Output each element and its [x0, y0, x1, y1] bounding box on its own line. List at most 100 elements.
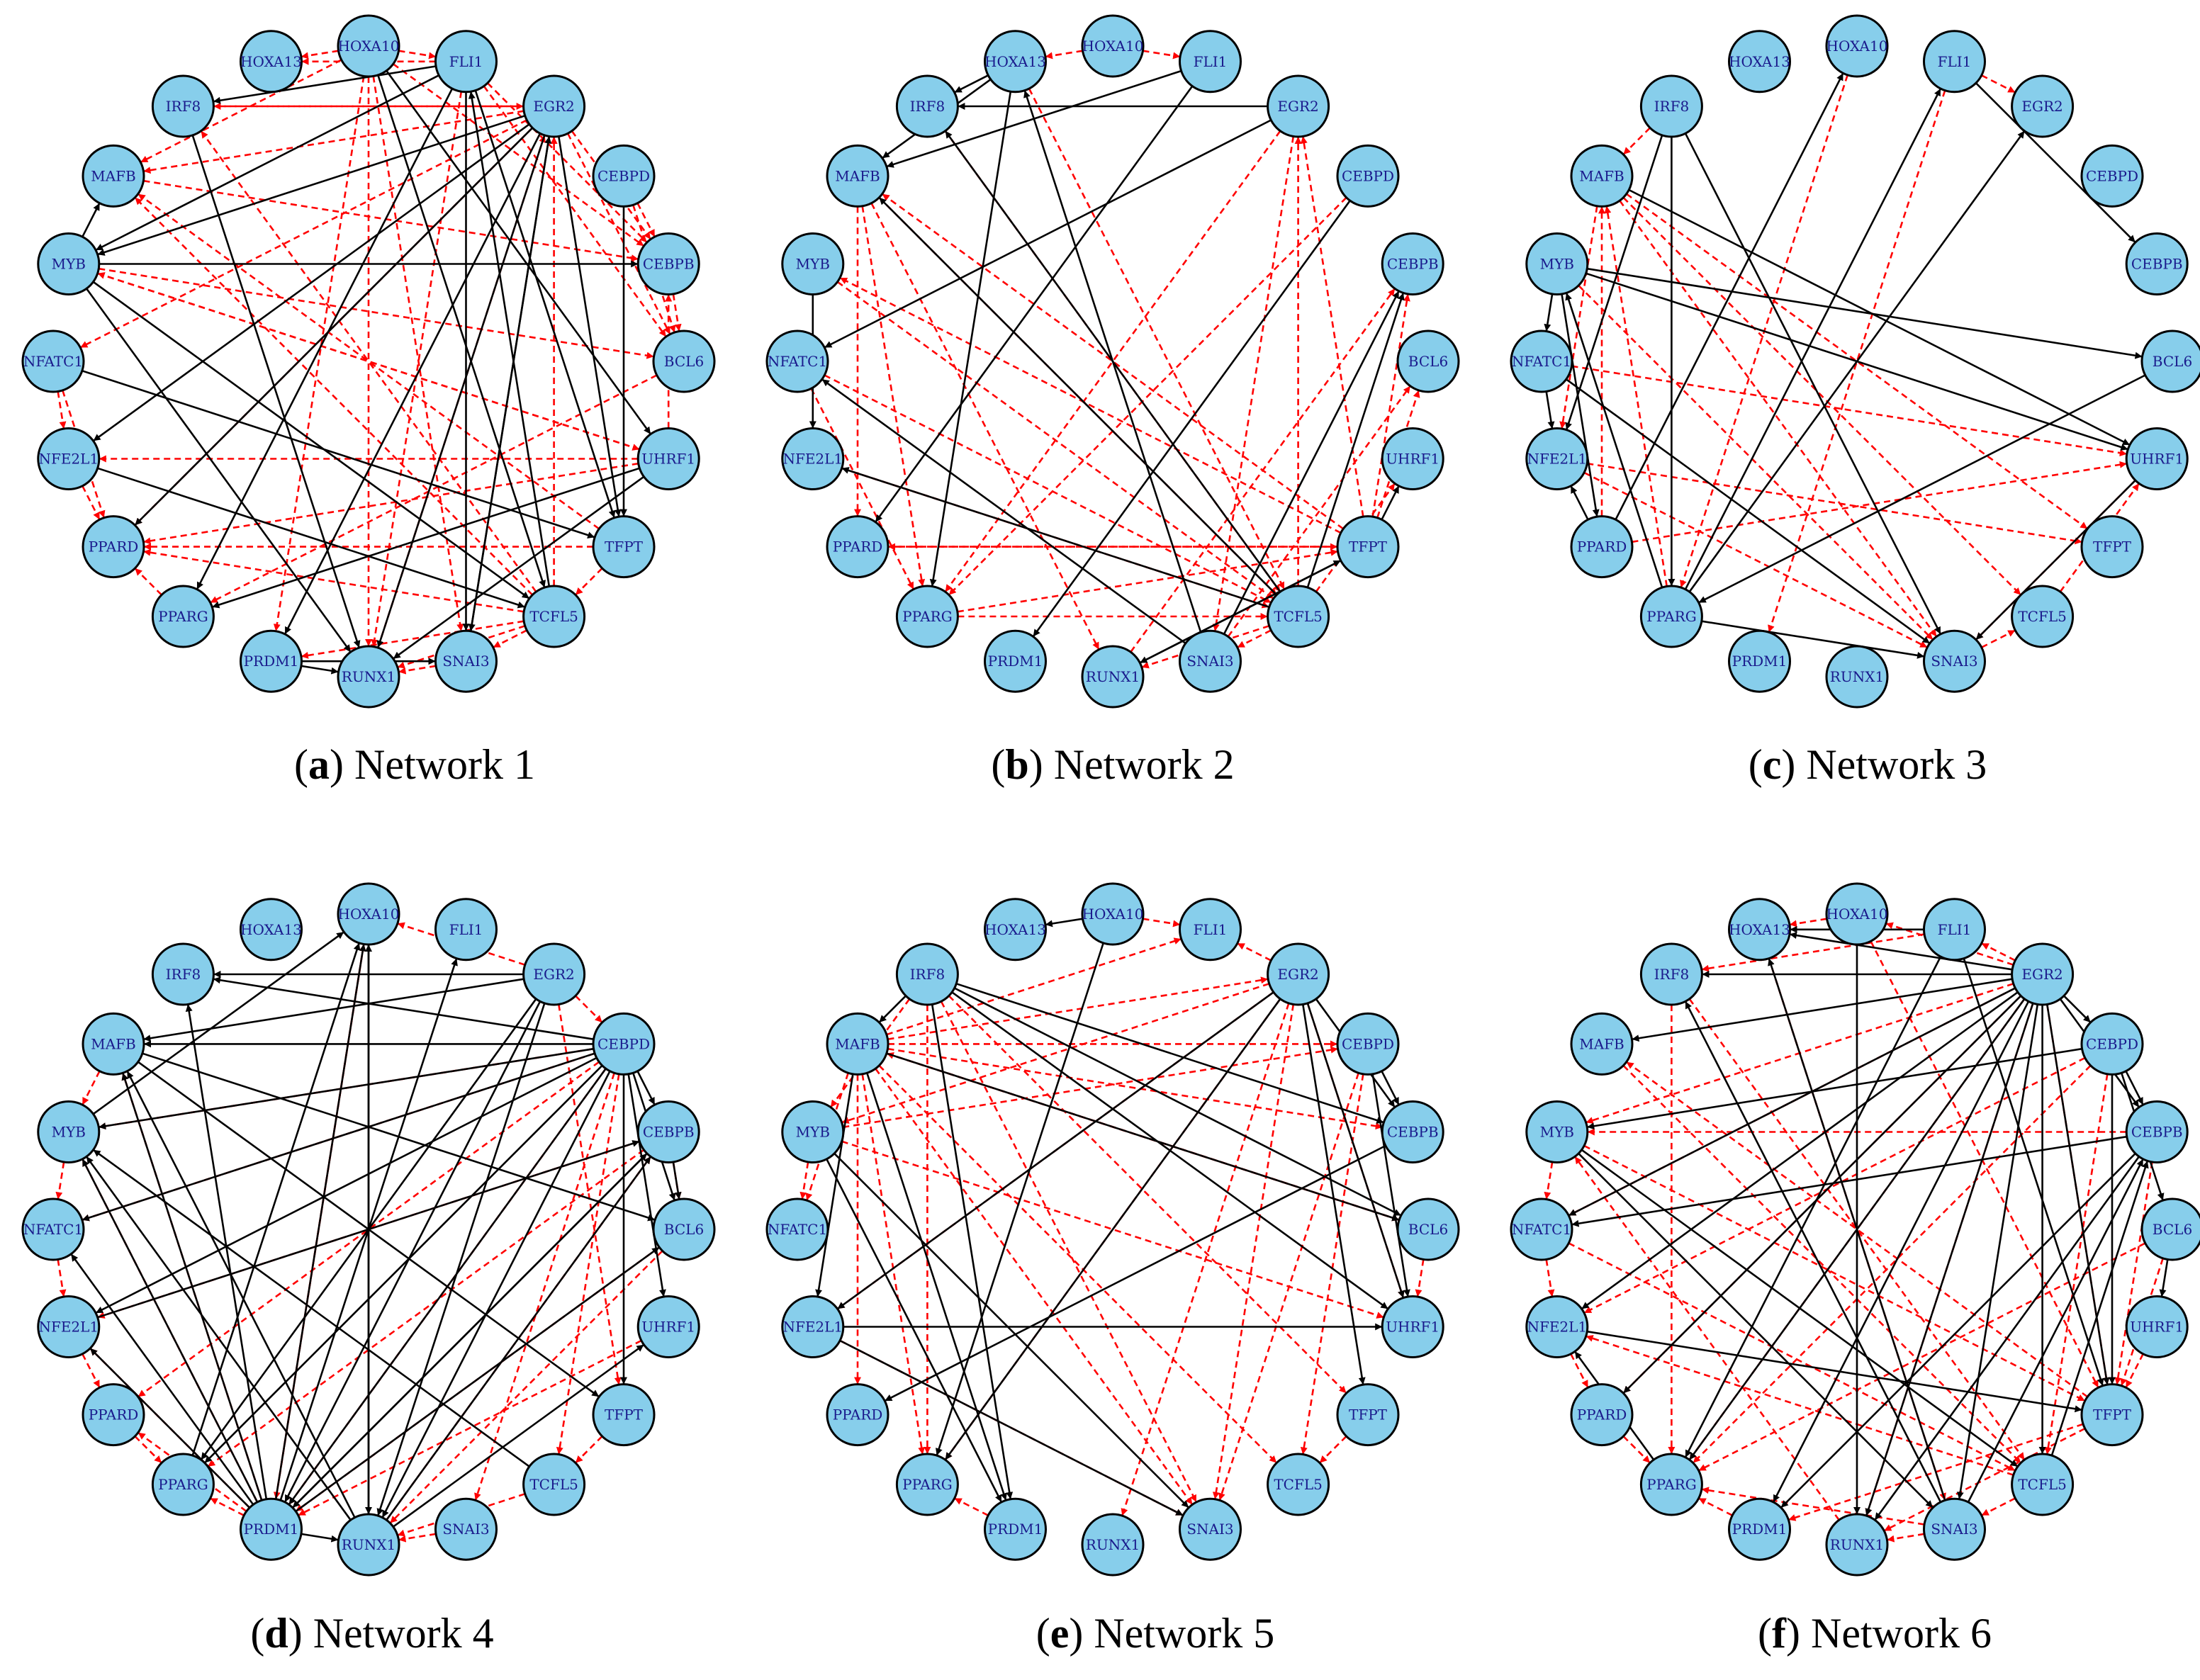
edge-repression-NFE2L1-TFPT [1587, 462, 2082, 545]
edge-activation-PPARG-SNAI3 [1701, 620, 1925, 659]
node-circle [2125, 1295, 2189, 1358]
edge-activation-CEBPD-CEBPB [1381, 1071, 1400, 1105]
edge-repression-SNAI3-TCFL5 [1981, 629, 2016, 648]
edge-repression-NFE2L1-PPARD [82, 1353, 101, 1388]
node-cebpd: CEBPD [592, 1012, 656, 1076]
edge-activation-MYB-PRDM1 [826, 1158, 1002, 1502]
node-label: HOXA13 [1729, 53, 1790, 70]
node-label: HOXA13 [984, 921, 1046, 938]
edge-activation-MYB-NFATC1 [1544, 293, 1554, 332]
node-label: RUNX1 [1830, 1536, 1884, 1553]
node-tfpt: TFPT [592, 1383, 656, 1447]
node-uhrf1: UHRF1 [636, 1295, 700, 1358]
network-panel-b: HOXA10FLI1EGR2CEBPDCEBPBBCL6UHRF1TFPTTCF… [765, 14, 1460, 709]
node-egr2: EGR2 [2011, 942, 2075, 1006]
node-label: HOXA10 [338, 906, 400, 923]
node-prdm1: PRDM1 [984, 629, 1047, 693]
edge-activation-PRDM1-RUNX1 [301, 665, 339, 675]
node-circle [1267, 74, 1330, 138]
node-circle [1728, 898, 1791, 962]
edge-repression-NFATC1-NFE2L1 [57, 1259, 67, 1297]
edge-activation-EGR2-NFE2L1 [1581, 991, 2019, 1309]
node-snai3: SNAI3 [1923, 629, 1986, 693]
node-prdm1: PRDM1 [1728, 629, 1791, 693]
edge-repression-HOXA10-HOXA13 [1789, 918, 1827, 928]
node-circle [522, 1453, 586, 1516]
node-label: PRDM1 [1732, 1521, 1788, 1538]
node-label: MYB [1540, 1124, 1574, 1141]
node-circle [21, 329, 85, 393]
node-circle [636, 1295, 700, 1358]
edge-activation-RUNX1-TFPT [1139, 560, 1341, 664]
edge-repression-EGR2-MAFB [143, 110, 524, 174]
edge-repression-EGR2-FLI1 [1981, 942, 2016, 962]
node-circle [37, 232, 101, 295]
node-pparg: PPARG [1639, 585, 1703, 648]
node-circle [2125, 1100, 2189, 1163]
node-circle [1396, 329, 1460, 393]
node-label: PPARD [89, 1406, 139, 1424]
node-circle [984, 1497, 1047, 1561]
node-runx1: RUNX1 [1081, 645, 1145, 709]
node-snai3: SNAI3 [434, 1497, 498, 1561]
edge-repression-TFPT-RUNX1 [1884, 1427, 2086, 1532]
edge-activation-NFE2L1-TCFL5 [97, 467, 525, 609]
node-label: TFPT [605, 539, 644, 556]
node-runx1: RUNX1 [1825, 645, 1889, 709]
edge-activation-MAFB-BCL6 [886, 1052, 1400, 1222]
node-fli1: FLI1 [1179, 898, 1242, 962]
node-label: CEBPD [1342, 167, 1394, 184]
node-circle [895, 942, 959, 1006]
edge-repression-CEBPD-TCFL5 [1300, 1073, 1364, 1455]
edge-repression-MAFB-TCFL5 [1622, 196, 2021, 595]
edge-repression-MAFB-PPARG [861, 1073, 926, 1455]
node-label: CEBPD [2086, 167, 2138, 184]
edge-activation-CEBPD-MYB [99, 1047, 594, 1130]
edge-activation-FLI1-TFPT [1963, 958, 2104, 1386]
edge-repression-MYB-TCFL5 [836, 281, 1274, 599]
edge-activation-MYB-SNAI3 [834, 1152, 1189, 1509]
edge-activation-PPARG-EGR2 [1688, 130, 2025, 592]
node-circle [765, 1197, 829, 1261]
edge-activation-CEBPD-CEBPB [2125, 1071, 2144, 1105]
node-irf8: IRF8 [151, 74, 215, 138]
edge-repression-HOXA13-TCFL5 [1028, 88, 1285, 590]
edge-repression-SNAI3-PPARG [1701, 1487, 1925, 1526]
node-label: IRF8 [166, 966, 201, 983]
node-fli1: FLI1 [434, 30, 498, 94]
edge-activation-PRDM1-NFE2L1 [89, 1348, 251, 1509]
edge-activation-PPARG-MYB [1565, 293, 1663, 588]
node-label: TFPT [605, 1406, 644, 1424]
node-tcfl5: TCFL5 [522, 585, 586, 648]
edge-activation-SNAI3-HOXA13 [1023, 90, 1202, 633]
node-label: UHRF1 [641, 1319, 695, 1336]
edge-activation-PRDM1-BCL6 [295, 1246, 660, 1512]
edge-repression-CEBPD-TCFL5 [556, 1073, 620, 1455]
node-ppard: PPARD [1570, 1383, 1634, 1447]
node-egr2: EGR2 [1267, 74, 1330, 138]
node-label: NFE2L1 [1527, 451, 1587, 468]
edge-repression-CEBPD-NFE2L1 [1584, 1056, 2086, 1314]
node-label: FLI1 [449, 53, 483, 70]
node-uhrf1: UHRF1 [2125, 1295, 2189, 1358]
edge-activation-FLI1-PPARD [875, 85, 1194, 522]
node-label: SNAI3 [1931, 653, 1977, 670]
node-label: EGR2 [533, 98, 574, 115]
edge-activation-EGR2-PPARG [945, 998, 1281, 1460]
node-circle [37, 427, 101, 490]
node-circle [1081, 14, 1145, 78]
edge-repression-EGR2-FLI1 [1237, 942, 1272, 962]
node-snai3: SNAI3 [1923, 1497, 1986, 1561]
edge-activation-CEBPD-MYB [1587, 1047, 2082, 1130]
node-tcfl5: TCFL5 [2011, 585, 2075, 648]
edge-repression-HOXA10-MAFB [140, 59, 342, 163]
edge-repression-TCFL5-SNAI3 [1237, 629, 1272, 648]
node-circle [1639, 942, 1703, 1006]
node-label: MAFB [835, 167, 880, 184]
node-circle [636, 1100, 700, 1163]
node-circle [781, 1295, 845, 1358]
node-label: NFE2L1 [38, 451, 99, 468]
node-circle [1525, 1100, 1589, 1163]
node-circle [1081, 882, 1145, 946]
node-label: PPARD [1577, 539, 1627, 556]
